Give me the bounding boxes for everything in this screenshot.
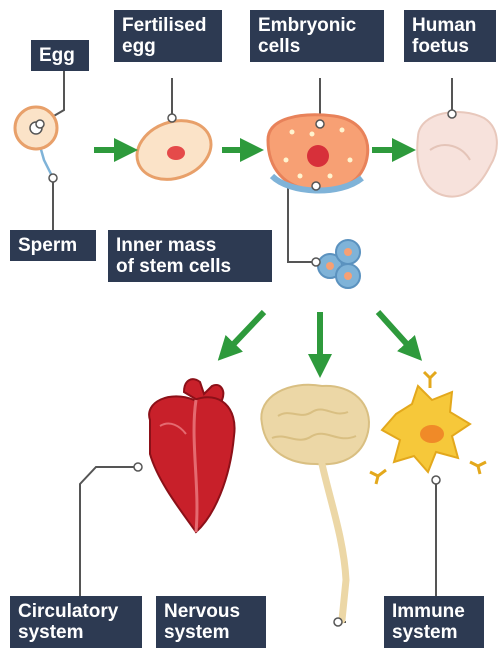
label-inner-mass-of-stem-cells: Inner mass of stem cells [108,230,272,282]
sperm-icon [40,146,53,178]
label-egg: Egg [31,40,89,71]
label-sperm: Sperm [10,230,96,261]
brain-icon [261,385,369,626]
label-embryonic-cells: Embryonic cells [250,10,384,62]
label-circulatory-system: Circulatory system [10,596,142,648]
stem-cells-icon [312,240,360,288]
heart-connector [80,467,138,596]
heart-icon [134,379,235,532]
label-immune-system: Immune system [384,596,484,648]
label-human-foetus: Human foetus [404,10,496,62]
egg-icon [15,107,57,149]
inner-mass-connector [288,186,316,262]
label-fertilised-egg: Fertilised egg [114,10,222,62]
label-nervous-system: Nervous system [156,596,266,648]
embryonic-cells-icon [268,115,368,191]
immune-cell-icon [370,372,486,484]
human-foetus-icon [417,110,497,197]
arrow-to-immune-cell [378,312,414,352]
arrow-to-heart [226,312,264,352]
fertilised-egg-icon [129,111,220,190]
